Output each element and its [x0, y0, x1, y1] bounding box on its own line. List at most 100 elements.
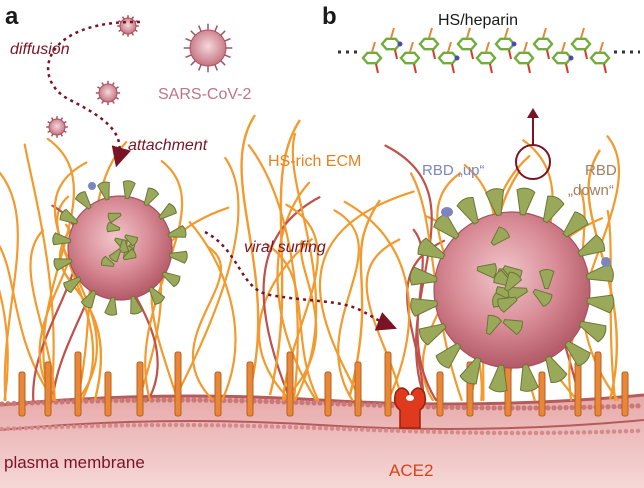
lipid-head — [173, 422, 179, 428]
lipid-head — [593, 429, 599, 435]
lipid-head — [149, 422, 155, 428]
lipid-head — [191, 422, 197, 428]
rbd-domain — [88, 182, 96, 190]
ecm-fiber — [348, 199, 381, 396]
large-virion — [409, 187, 615, 393]
lipid-head — [311, 425, 317, 431]
lipid-head — [407, 429, 413, 434]
lipid-head — [485, 430, 491, 436]
lipid-head — [305, 400, 311, 406]
sugar-ring — [437, 51, 459, 65]
lipid-head — [83, 398, 89, 404]
lipid-head — [335, 426, 341, 431]
carboxyl-group — [375, 63, 379, 74]
lipid-head — [461, 430, 467, 435]
small-spike — [121, 32, 125, 36]
ecm-fiber — [0, 244, 55, 402]
lipid-head — [557, 430, 563, 435]
lipid-head — [587, 404, 593, 410]
spike-protein — [80, 289, 97, 309]
lipid-head — [479, 405, 485, 411]
lipid-head — [635, 403, 641, 409]
small-spike — [118, 19, 122, 23]
ace2-receptor — [393, 387, 427, 429]
ecm-fiber — [0, 289, 9, 402]
spike-protein — [124, 234, 138, 247]
rbd-down-label: RBD — [585, 162, 617, 179]
plasma-membrane-label: plasma membrane — [4, 453, 145, 472]
lipid-head — [395, 428, 401, 434]
sugar-ring — [380, 37, 402, 51]
lipid-head — [347, 426, 353, 432]
lipid-head — [245, 423, 251, 429]
lipid-head — [605, 429, 611, 434]
small-virion — [48, 118, 66, 136]
small-spike — [190, 60, 196, 66]
ecm-fiber — [188, 221, 237, 402]
spike-protein — [417, 237, 446, 260]
spike-protein — [564, 340, 591, 367]
membrane-receptor — [384, 351, 392, 417]
small-spike — [224, 54, 231, 58]
sugar-ring — [418, 37, 440, 51]
carboxyl-group — [508, 49, 512, 60]
lipid-head — [341, 401, 347, 407]
small-spike — [134, 29, 138, 33]
membrane-receptor — [136, 361, 144, 417]
spike-protein — [519, 363, 539, 392]
lipid-head — [623, 429, 629, 434]
lipid-head — [83, 423, 89, 429]
lipid-head — [23, 425, 29, 431]
lipid-head — [383, 428, 389, 433]
spike-protein — [459, 356, 482, 385]
lipid-head — [371, 402, 377, 408]
lipid-head — [533, 430, 539, 436]
membrane-receptor — [621, 371, 629, 417]
ecm-fiber — [262, 196, 321, 402]
lipid-head — [365, 402, 371, 408]
ecm-fiber — [247, 144, 299, 402]
spike-protein — [53, 258, 73, 271]
lipid-head — [527, 430, 533, 436]
sulfate-group — [523, 41, 528, 53]
lipid-head — [557, 405, 563, 411]
sugar-ring — [361, 51, 383, 65]
spike-protein — [577, 234, 606, 257]
lipid-head — [35, 425, 41, 430]
ecm-fiber — [587, 149, 619, 401]
lipid-head — [215, 423, 221, 428]
lipid-head — [587, 429, 593, 435]
lipid-head — [281, 424, 287, 430]
small-spike — [60, 133, 64, 137]
carboxyl-group — [565, 63, 569, 74]
small-spike — [220, 60, 226, 66]
lipid-head — [563, 405, 569, 411]
lipid-head — [275, 399, 281, 405]
small-spike — [101, 100, 105, 104]
ecm-fiber — [268, 119, 301, 396]
sugar-ring — [456, 37, 478, 51]
lipid-head — [275, 424, 281, 429]
lipid-head — [95, 423, 101, 429]
small-spike — [131, 32, 135, 36]
ecm-fiber — [191, 245, 222, 402]
spike-protein — [502, 319, 523, 336]
lipid-head — [269, 398, 275, 405]
spike-protein — [578, 320, 607, 343]
spike-protein — [63, 276, 82, 294]
lipid-head — [581, 430, 587, 435]
lipid-head — [509, 430, 515, 436]
lipid-head — [155, 397, 161, 403]
lipid-head — [317, 425, 323, 431]
small-virion — [98, 83, 118, 103]
small-spike — [63, 120, 67, 124]
spike-protein — [148, 286, 166, 305]
membrane-receptor — [246, 361, 254, 417]
carboxyl-group — [527, 63, 531, 74]
spike-protein — [497, 296, 518, 313]
ecm-fiber — [56, 195, 99, 402]
lipid-head — [455, 430, 461, 435]
lipid-head — [227, 423, 233, 428]
lipid-head — [137, 422, 143, 428]
lipid-head — [617, 429, 623, 434]
